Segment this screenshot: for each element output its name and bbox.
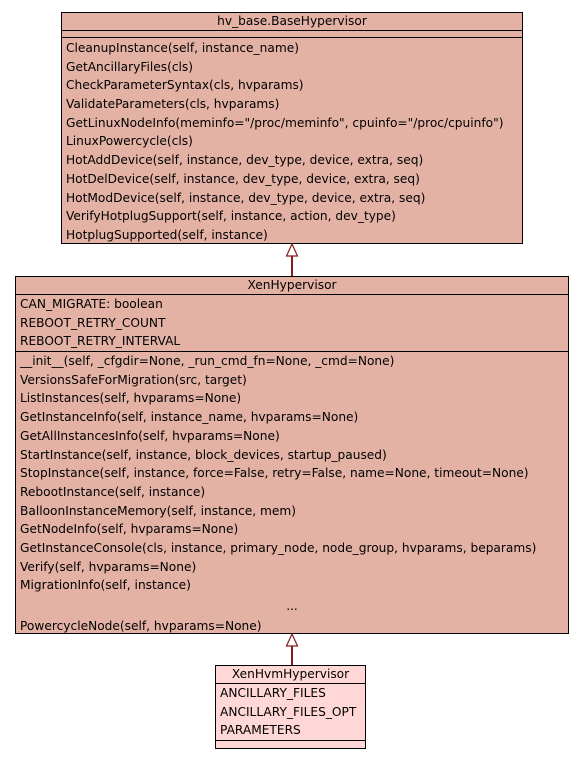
class-title: XenHvmHypervisor [216, 666, 365, 684]
attribute-row: ANCILLARY_FILES_OPT [220, 704, 357, 719]
inheritance-arrow-base [285, 242, 299, 257]
attributes-section [62, 31, 522, 38]
method-row: ValidateParameters(cls, hvparams) [66, 97, 280, 112]
methods-section: __init__(self, _cfgdir=None, _run_cmd_fn… [16, 352, 568, 636]
inheritance-arrow-xen [285, 632, 299, 647]
class-title: XenHypervisor [16, 277, 568, 295]
attribute-row: PARAMETERS [220, 723, 301, 738]
method-row: CleanupInstance(self, instance_name) [66, 41, 299, 55]
method-row: HotAddDevice(self, instance, dev_type, d… [66, 153, 424, 168]
method-row: Verify(self, hvparams=None) [20, 559, 197, 574]
ellipsis-row: ... [286, 599, 298, 613]
method-row: GetInstanceInfo(self, instance_name, hvp… [20, 410, 359, 425]
method-row: GetAncillaryFiles(cls) [66, 59, 194, 74]
attribute-row: REBOOT_RETRY_INTERVAL [20, 334, 181, 349]
method-row: LinuxPowercycle(cls) [66, 134, 193, 149]
methods-section [216, 741, 365, 747]
method-row: GetInstanceConsole(cls, instance, primar… [20, 540, 537, 555]
method-row: VerifyHotplugSupport(self, instance, act… [66, 209, 396, 224]
attribute-row: CAN_MIGRATE: boolean [20, 297, 163, 311]
attributes-section: CAN_MIGRATE: boolean REBOOT_RETRY_COUNT … [16, 295, 568, 353]
class-title: hv_base.BaseHypervisor [62, 13, 522, 31]
method-row: HotplugSupported(self, instance) [66, 227, 268, 242]
method-row: HotDelDevice(self, instance, dev_type, d… [66, 171, 420, 186]
method-row: CheckParameterSyntax(cls, hvparams) [66, 78, 304, 93]
method-row: StartInstance(self, instance, block_devi… [20, 447, 387, 462]
attributes-section: ANCILLARY_FILES ANCILLARY_FILES_OPT PARA… [216, 684, 365, 742]
method-row: GetLinuxNodeInfo(meminfo="/proc/meminfo"… [66, 115, 504, 130]
attribute-row: REBOOT_RETRY_COUNT [20, 315, 166, 330]
methods-section: CleanupInstance(self, instance_name) Get… [62, 38, 522, 245]
method-row: GetAllInstancesInfo(self, hvparams=None) [20, 428, 280, 443]
method-row: GetNodeInfo(self, hvparams=None) [20, 522, 239, 537]
method-row: PowercycleNode(self, hvparams=None) [20, 619, 262, 633]
class-base-hypervisor[interactable]: hv_base.BaseHypervisor CleanupInstance(s… [61, 12, 523, 244]
method-row: ListInstances(self, hvparams=None) [20, 391, 242, 406]
class-xen-hvm-hypervisor[interactable]: XenHvmHypervisor ANCILLARY_FILES ANCILLA… [215, 665, 366, 749]
method-row: MigrationInfo(self, instance) [20, 578, 191, 593]
method-row: HotModDevice(self, instance, dev_type, d… [66, 190, 426, 205]
method-row: StopInstance(self, instance, force=False… [20, 466, 529, 481]
method-row: RebootInstance(self, instance) [20, 484, 206, 499]
method-row: __init__(self, _cfgdir=None, _run_cmd_fn… [20, 354, 395, 369]
method-row: VersionsSafeForMigration(src, target) [20, 372, 247, 387]
attribute-row: ANCILLARY_FILES [220, 686, 326, 700]
method-row: BalloonInstanceMemory(self, instance, me… [20, 503, 297, 518]
class-xen-hypervisor[interactable]: XenHypervisor CAN_MIGRATE: boolean REBOO… [15, 276, 569, 634]
